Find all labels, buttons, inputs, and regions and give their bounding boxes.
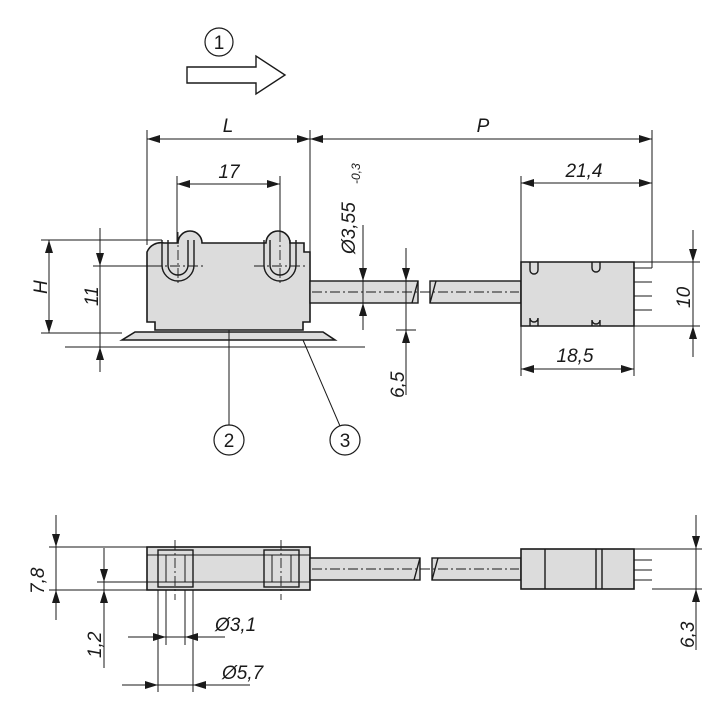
dimension-base-thickness: 1,2: [85, 548, 150, 668]
dimension-height: H: [31, 239, 162, 334]
callout-direction-label: 1: [214, 33, 225, 54]
cable-side-view: [309, 557, 522, 581]
cable-top-view: [309, 280, 522, 304]
dimension-connector-height: 10: [634, 230, 700, 357]
dimension-connector-thickness-label: 6,3: [678, 621, 699, 648]
dimension-connector-thickness: 6,3: [634, 515, 702, 650]
dimension-cable-diameter: Ø3,55 -0,3: [339, 163, 367, 330]
dimension-connector-length-label: 21,4: [565, 161, 603, 182]
dimension-body-height-label: 11: [82, 286, 103, 306]
dimension-cable-diameter-label: Ø3,55: [339, 202, 360, 255]
dimension-cable-tolerance-label: -0,3: [349, 163, 363, 184]
dimension-length: L: [146, 116, 311, 255]
dimension-connector-length: 21,4: [520, 161, 652, 262]
direction-arrow-icon: [186, 54, 287, 96]
dimension-connector-height-label: 10: [674, 286, 695, 308]
magnet-plate: [65, 331, 365, 348]
callout-direction: 1: [204, 27, 234, 57]
dimension-cable-offset-label: 6,5: [388, 371, 409, 398]
dimension-hole-outer: Ø5,7: [122, 590, 265, 692]
callout-magnet-plate-label: 3: [340, 431, 351, 452]
dimension-hole-spacing-label: 17: [218, 162, 241, 183]
callout-housing-label: 2: [224, 431, 235, 452]
callout-housing: 2: [213, 330, 245, 456]
dimension-pitch: P: [310, 116, 653, 268]
dimension-body-height: 11: [82, 228, 152, 372]
dimension-hole-inner: Ø3,1: [128, 590, 256, 645]
connector-side-view: [520, 548, 652, 590]
dimension-pitch-label: P: [477, 116, 490, 137]
dimension-height-label: H: [31, 280, 52, 294]
dimension-connector-body-label: 18,5: [557, 346, 594, 367]
dimension-hole-inner-label: Ø3,1: [214, 615, 256, 636]
dimension-hole-outer-label: Ø5,7: [221, 663, 265, 684]
dimension-connector-body: 18,5: [520, 326, 635, 376]
dimension-base-thickness-label: 1,2: [85, 631, 106, 658]
callout-magnet-plate: 3: [302, 339, 361, 456]
housing-side-view: [146, 540, 311, 600]
dimension-thickness-label: 7,8: [28, 567, 49, 594]
dimension-length-label: L: [223, 116, 234, 137]
dimension-cable-offset: 6,5: [388, 248, 416, 398]
dimension-thickness: 7,8: [28, 515, 147, 620]
connector-top-view: [520, 261, 652, 327]
housing-top-view: [146, 230, 311, 331]
